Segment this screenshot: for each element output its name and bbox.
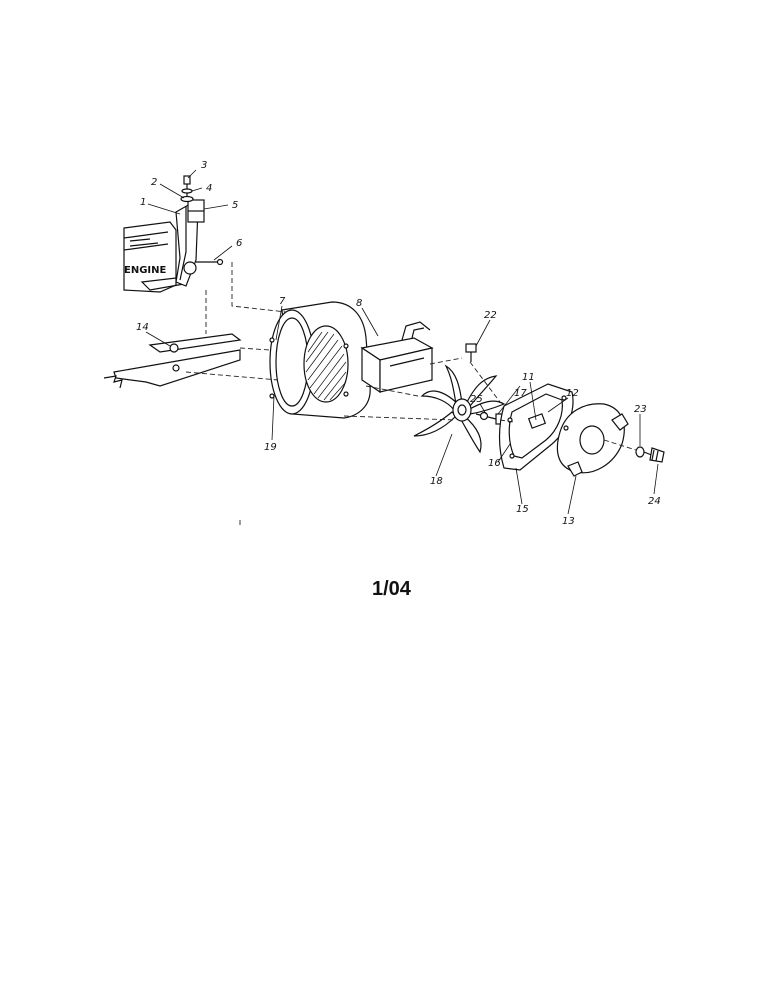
base-plate: [103, 333, 242, 389]
callout-labels: 3 2 4 1 5 6 7 8 22 14 19 18 25 17 11 12 …: [136, 160, 661, 527]
callout-15: 15: [516, 504, 529, 515]
callout-4: 4: [206, 183, 212, 194]
housing-inlet-hatch: [305, 331, 347, 401]
assembly-lines: [185, 262, 637, 526]
callout-24: 24: [648, 496, 661, 507]
callout-1: 1: [140, 197, 146, 208]
callout-22: 22: [484, 310, 497, 321]
callout-14: 14: [136, 322, 149, 333]
callout-5: 5: [232, 200, 238, 211]
callout-12: 12: [566, 388, 579, 399]
bolt-25: [475, 411, 503, 425]
callout-leaders: [145, 169, 659, 515]
mounting-bracket: [175, 199, 224, 287]
screw-22: [465, 343, 477, 362]
washer-23: [635, 446, 645, 458]
callout-19: 19: [264, 442, 277, 453]
callout-3: 3: [201, 160, 207, 171]
callout-23: 23: [634, 404, 647, 415]
back-plate: [498, 383, 574, 471]
discharge-chute: [360, 321, 434, 394]
engine-block: ENGINE: [123, 221, 186, 293]
engine-label: ENGINE: [124, 265, 166, 276]
impeller: [413, 364, 506, 454]
callout-6: 6: [236, 238, 242, 249]
callout-13: 13: [562, 516, 575, 527]
blower-housing: [269, 301, 371, 419]
callout-8: 8: [356, 298, 362, 309]
hardware-stack: [180, 175, 194, 203]
knob-24: [643, 447, 665, 463]
cover-plate: [556, 403, 629, 477]
callout-18: 18: [430, 476, 443, 487]
callout-11: 11: [522, 372, 535, 383]
callout-25: 25: [470, 394, 483, 405]
callout-2: 2: [151, 177, 157, 188]
callout-7: 7: [279, 296, 286, 307]
callout-17: 17: [514, 388, 527, 399]
callout-16: 16: [488, 458, 501, 469]
page-code: 1/04: [372, 578, 411, 600]
